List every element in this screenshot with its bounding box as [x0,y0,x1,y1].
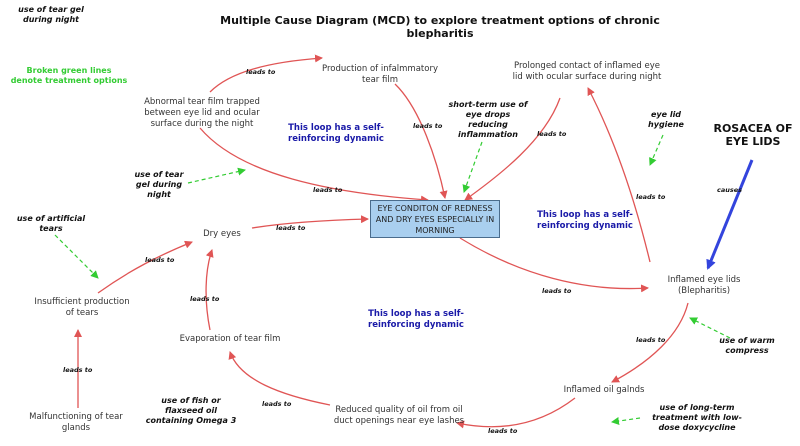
arrow-dryeyes-to-central [251,215,369,229]
node-malfunctioning-glands: Malfunctioning of tear glands [29,412,123,433]
node-insufficient-tears: Insufficient production of tears [34,297,130,318]
arrow-evaporation-to-dryeyes [205,249,214,331]
treatment-eye-lid-hygiene: eye lid hygiene [648,110,684,129]
central-node: EYE CONDITON OF REDNESS AND DRY EYES ESP… [370,200,500,238]
treatment-line-warm-compress [689,317,731,339]
node-inflammatory-tear-film: Production of infalmmatory tear film [322,64,438,85]
leads-to-label: leads to [262,400,292,408]
leads-to-label: leads to [276,224,306,232]
loop-note-right: This loop has a self-reinforcing dynamic [537,210,633,231]
treatment-line-eye-lid-hygiene [649,134,664,166]
leads-to-label: leads to [413,122,443,130]
node-prolonged-contact: Prolonged contact of inflamed eye lid wi… [512,61,662,82]
loop-note-top: This loop has a self-reinforcing dynamic [288,123,384,144]
node-abnormal-tear-film: Abnormal tear film trapped between eye l… [144,97,260,129]
treatment-line-eye-drops [462,141,483,193]
treatment-line-artificial-tears [54,234,99,279]
leads-to-label: leads to [63,366,93,374]
leads-to-label: leads to [145,256,175,264]
node-reduced-oil: Reduced quality of oil from oil duct ope… [333,405,465,426]
legend-note: Broken green lines denote treatment opti… [10,66,128,85]
treatment-eye-drops: short-term use of eye drops reducing inf… [448,100,528,139]
node-inflamed-eye-lids: Inflamed eye lids (Blepharitis) [667,275,741,296]
arrow-prolonged-to-central [464,97,561,201]
arrow-central-to-inflamedlids [459,237,649,293]
arrow-oilglands-to-reducedoil [456,397,576,429]
arrow-inflamedlids-to-oilglands [611,302,689,383]
treatment-line-tear-gel [187,167,246,184]
leads-to-label: leads to [246,68,276,76]
arrow-reducedoil-to-evaporation [228,351,331,406]
arrow-inflamedlids-to-prolonged [587,87,651,263]
leads-to-label: leads to [636,336,666,344]
loop-note-bottom: This loop has a self-reinforcing dynamic [368,309,464,330]
leads-to-label: leads to [542,287,572,295]
treatment-line-doxycycline [611,417,641,425]
treatment-tear-gel-top: use of tear gel during night [18,5,84,24]
diagram-title: Multiple Cause Diagram (MCD) to explore … [220,14,660,40]
treatment-fish-oil: use of fish or flaxseed oil containing O… [145,396,237,425]
node-dry-eyes: Dry eyes [203,229,241,239]
leads-to-label: leads to [313,186,343,194]
rosacea-causes-arrow [706,159,754,270]
leads-to-label: leads to [537,130,567,138]
treatment-doxycycline: use of long-term treatment with low-dose… [652,403,742,432]
leads-to-label: leads to [190,295,220,303]
treatment-tear-gel-mid: use of tear gel during night [134,170,184,199]
node-inflamed-oil-glands: Inflamed oil galnds [563,385,645,395]
node-evaporation: Evaporation of tear film [179,334,281,344]
central-node-label: EYE CONDITON OF REDNESS AND DRY EYES ESP… [375,203,495,235]
arrow-insufficient-to-dryeyes [97,240,193,294]
treatment-warm-compress: use of warm compress [719,336,775,355]
leads-to-label: leads to [636,193,666,201]
causes-label: causes [717,186,743,194]
rosacea-label: ROSACEA OF EYE LIDS [713,122,793,148]
arrow-inflammatory-to-central [394,83,448,199]
treatment-artificial-tears: use of artificial tears [16,214,86,233]
leads-to-label: leads to [488,427,518,435]
arrow-abnormal-to-central [199,127,429,204]
arrow-abnormal-to-inflammatory [209,54,323,93]
